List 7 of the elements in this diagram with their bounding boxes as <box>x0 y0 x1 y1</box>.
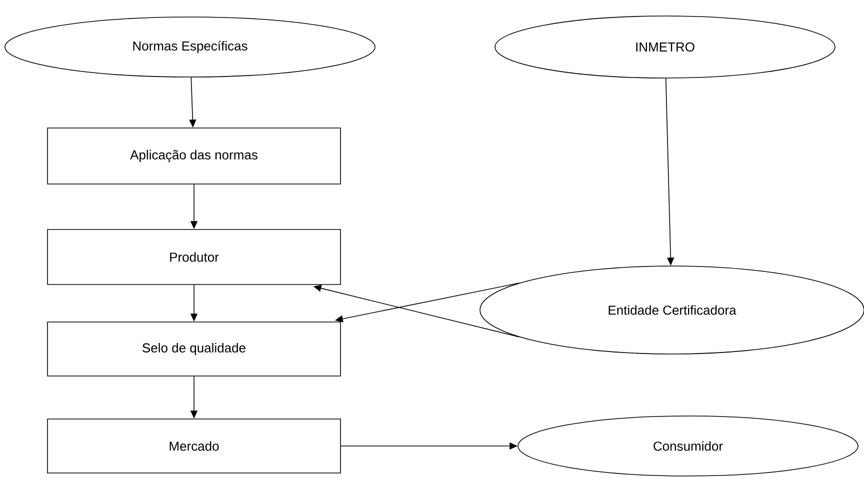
process-box: Produtor <box>47 229 341 285</box>
ellipse-node: INMETRO <box>494 16 836 78</box>
process-box: Mercado <box>47 418 341 474</box>
process-box: Aplicação das normas <box>47 128 341 184</box>
ellipse-node: Consumidor <box>518 416 858 476</box>
process-box: Selo de qualidade <box>47 322 341 376</box>
ellipse-node: Normas Específicas <box>4 16 376 78</box>
